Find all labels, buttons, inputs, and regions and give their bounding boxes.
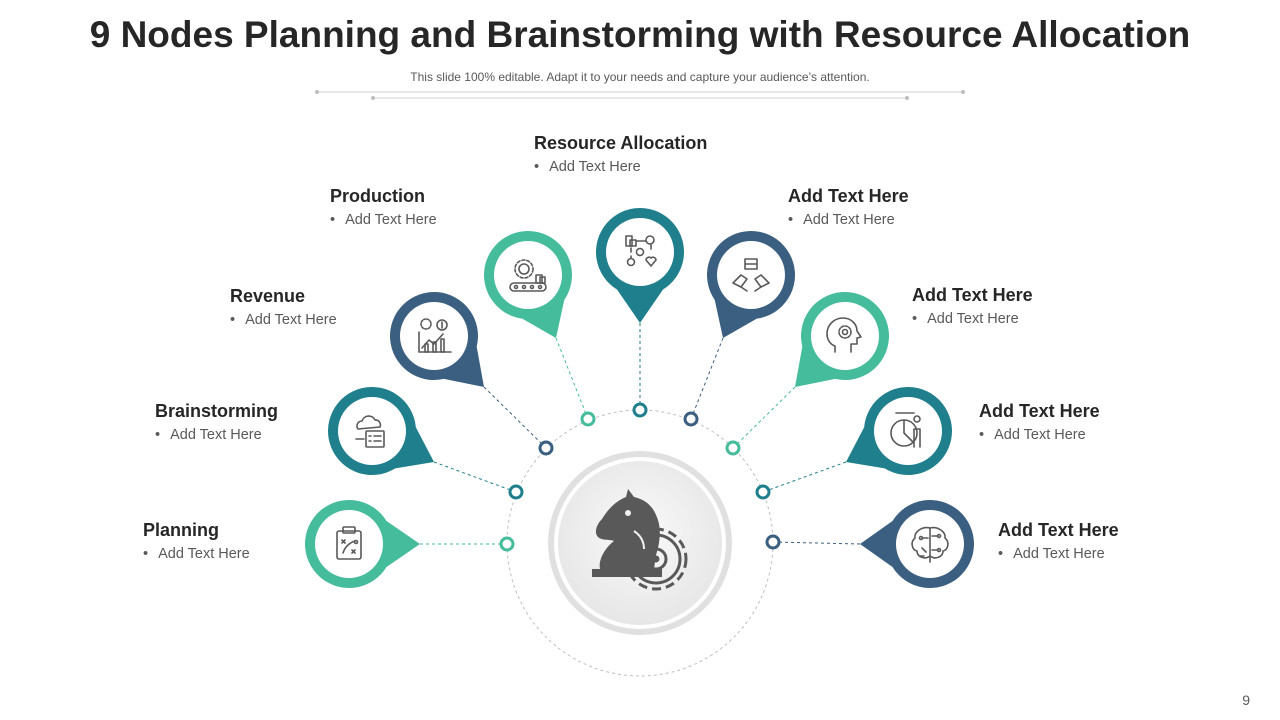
node-pin xyxy=(795,292,890,387)
slide-title: 9 Nodes Planning and Brainstorming with … xyxy=(89,14,1191,55)
clipboard-strategy-icon xyxy=(336,526,362,560)
node-bullet-text: Add Text Here xyxy=(912,311,1033,327)
node-pin xyxy=(390,292,484,387)
node-bullet-text: Add Text Here xyxy=(788,212,909,228)
pin-inner-circle xyxy=(874,397,942,465)
node-pin xyxy=(707,231,795,338)
connector-line xyxy=(555,337,589,420)
connector-line xyxy=(772,541,861,545)
connector-line xyxy=(433,461,517,493)
node-title: Add Text Here xyxy=(912,285,1033,305)
node-bullet-text: Add Text Here xyxy=(143,546,250,562)
pin-inner-circle xyxy=(400,302,468,370)
node-label-block: RevenueAdd Text Here xyxy=(230,286,337,328)
pin-inner-circle xyxy=(494,241,562,309)
node-label-block: Resource AllocationAdd Text Here xyxy=(534,133,707,175)
node-label-block: ProductionAdd Text Here xyxy=(330,186,437,228)
connector-dot xyxy=(632,402,648,418)
node-pin xyxy=(328,387,434,475)
node-bullet-text: Add Text Here xyxy=(534,159,707,175)
pin-inner-circle xyxy=(811,302,879,370)
divider-dot xyxy=(905,96,909,100)
page-number: 9 xyxy=(1242,692,1250,708)
node-label-block: BrainstormingAdd Text Here xyxy=(155,401,278,443)
pins-layer xyxy=(305,207,974,589)
node-bullet-text: Add Text Here xyxy=(230,312,337,328)
slide-subtitle: This slide 100% editable. Adapt it to yo… xyxy=(410,70,870,84)
connector-dot xyxy=(508,484,524,500)
head-gear-icon xyxy=(826,317,862,353)
connector-dot xyxy=(755,484,771,500)
pin-inner-circle xyxy=(717,241,785,309)
node-title: Add Text Here xyxy=(998,520,1119,540)
center-hub xyxy=(548,451,732,635)
connectors-layer xyxy=(420,323,861,552)
node-pin xyxy=(305,500,420,589)
connector-dot xyxy=(538,440,554,456)
connector-dot xyxy=(580,411,596,427)
conveyor-gear-icon xyxy=(509,259,547,292)
connector-line xyxy=(483,386,547,449)
node-pin xyxy=(846,387,953,476)
node-title: Add Text Here xyxy=(788,186,909,206)
node-pin xyxy=(484,230,572,338)
cloud-checklist-icon xyxy=(355,415,385,448)
connector-line xyxy=(762,461,847,493)
node-pin xyxy=(596,207,684,323)
divider-dot xyxy=(371,96,375,100)
node-title: Resource Allocation xyxy=(534,133,708,153)
connector-dot xyxy=(499,536,515,552)
chess-knight-gear-icon xyxy=(592,489,688,591)
resource-network-icon xyxy=(625,235,657,267)
node-bullet-text: Add Text Here xyxy=(979,427,1100,443)
presentation-person-icon xyxy=(890,412,921,448)
node-bullet-text: Add Text Here xyxy=(998,546,1119,562)
node-title: Brainstorming xyxy=(155,401,279,421)
node-title: Add Text Here xyxy=(979,401,1100,421)
connector-dot xyxy=(765,534,781,550)
node-title: Revenue xyxy=(230,286,306,306)
connector-dot xyxy=(725,440,741,456)
connector-line xyxy=(732,386,796,449)
brain-circuit-icon xyxy=(911,526,949,563)
node-label-block: PlanningAdd Text Here xyxy=(143,520,250,562)
connector-dot xyxy=(683,411,699,427)
node-pin xyxy=(860,500,974,589)
teamwork-hands-icon xyxy=(732,258,770,292)
divider-dot xyxy=(961,90,965,94)
pin-inner-circle xyxy=(606,218,674,286)
divider-dot xyxy=(315,90,319,94)
connector-line xyxy=(690,337,724,420)
node-bullet-text: Add Text Here xyxy=(155,427,278,443)
node-bullet-text: Add Text Here xyxy=(330,212,437,228)
node-title: Planning xyxy=(143,520,219,540)
node-title: Production xyxy=(330,186,425,206)
growth-chart-money-icon xyxy=(418,318,452,353)
